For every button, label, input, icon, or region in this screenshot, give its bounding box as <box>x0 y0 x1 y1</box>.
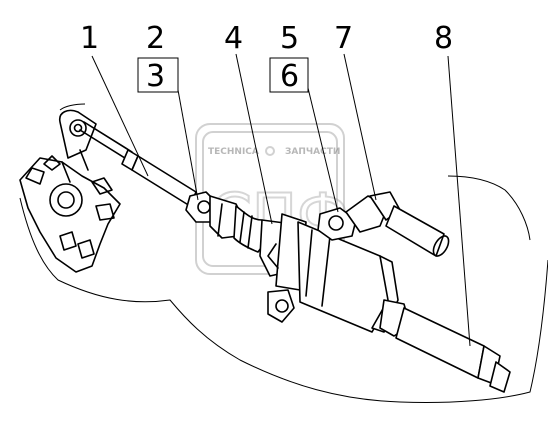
leader-7 <box>343 53 377 201</box>
body-outline-upper-left <box>59 103 86 111</box>
body-outline <box>19 197 548 404</box>
callout-8: 8 <box>434 21 453 56</box>
leader-5-6-box <box>269 57 309 93</box>
left-linkage-bracket <box>19 109 121 273</box>
callout-5: 5 <box>280 21 299 56</box>
leader-1 <box>91 55 149 177</box>
callout-4: 4 <box>224 21 243 56</box>
leader-4 <box>235 53 273 225</box>
watermark-left-word: TECHNICA <box>208 147 259 157</box>
leader-lines <box>91 53 471 347</box>
callout-6: 6 <box>280 59 299 94</box>
leader-2-3 <box>177 89 199 201</box>
body-outline-top <box>447 175 531 241</box>
hose-part-7 <box>369 191 450 257</box>
output-rod-part-8 <box>379 299 511 393</box>
callout-2: 2 <box>146 21 165 56</box>
leader-8 <box>447 55 471 347</box>
watermark-right-word: ЗАПЧАСТИ <box>285 147 340 157</box>
leader-5-6 <box>307 87 339 213</box>
callout-7: 7 <box>334 21 353 56</box>
callout-1: 1 <box>80 21 99 56</box>
callout-3: 3 <box>146 59 165 94</box>
callout-labels: 1 2 3 4 5 6 7 8 <box>80 21 453 94</box>
cylinder-body-part-4 <box>233 205 399 333</box>
